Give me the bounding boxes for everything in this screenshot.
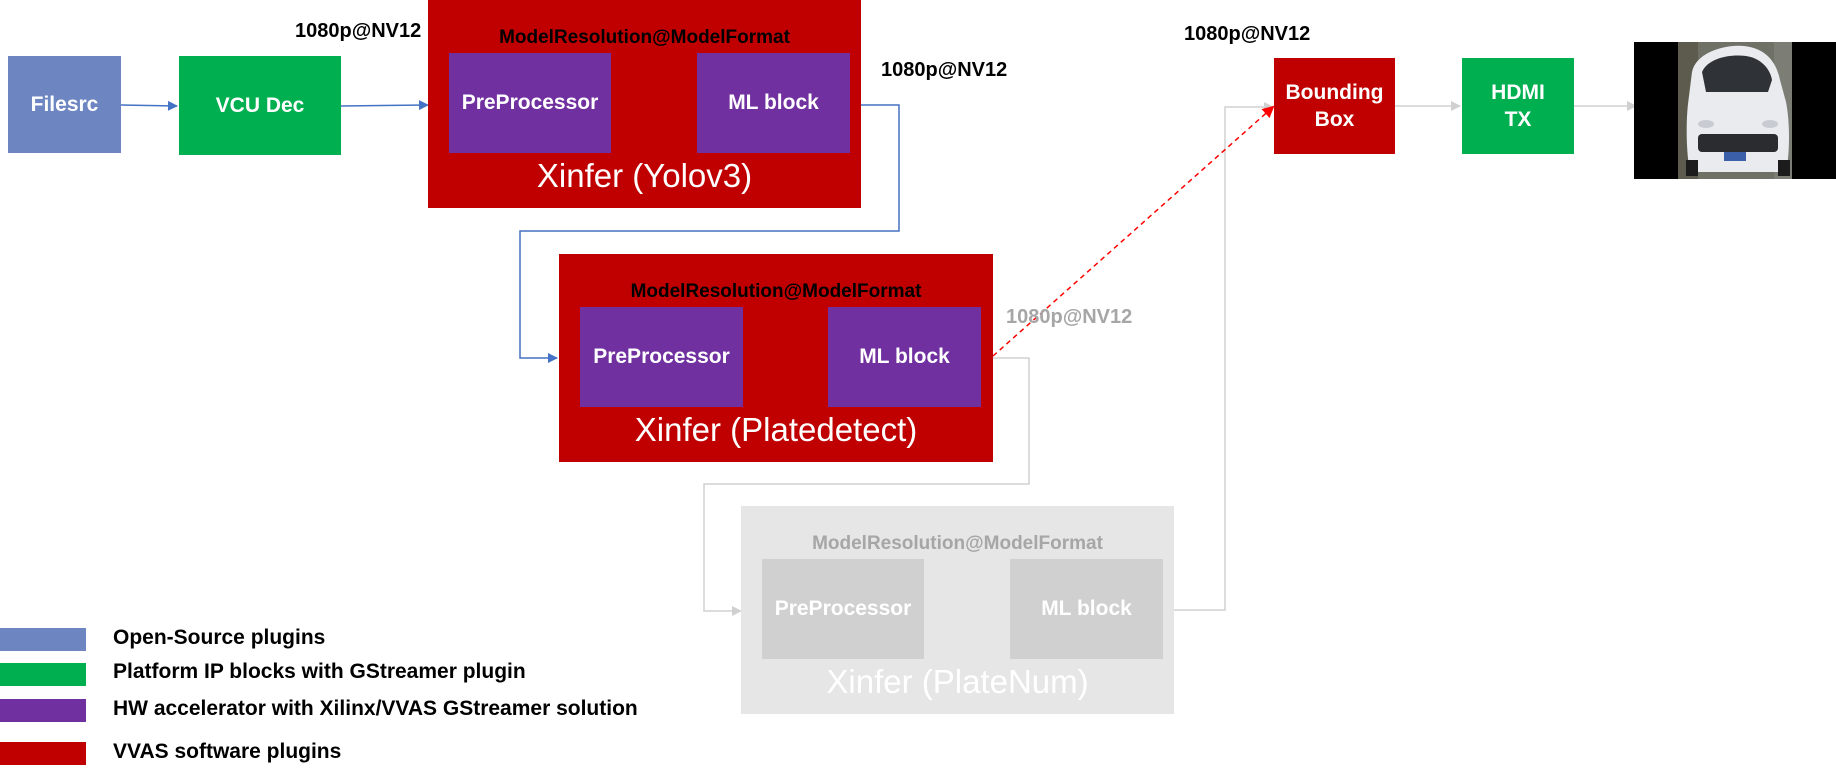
model-format-label: ModelResolution@ModelFormat <box>499 27 790 48</box>
output-image-car-thumbnail <box>1634 42 1836 179</box>
hdmi-tx-node: HDMI TX <box>1462 58 1574 154</box>
model-format-label: ModelResolution@ModelFormat <box>630 281 922 302</box>
xinfer-title: Xinfer (PlateNum) <box>826 663 1089 700</box>
legend-label-vvas-software: VVAS software plugins <box>113 740 342 763</box>
ml-block: ML block <box>1010 559 1163 659</box>
bounding-box-node: Bounding Box <box>1274 58 1395 154</box>
xinfer-title: Xinfer (Platedetect) <box>634 411 918 448</box>
legend-swatch-hw-accelerator <box>0 699 86 722</box>
legend-swatch-vvas-software <box>0 742 86 765</box>
legend-label-platform-ip: Platform IP blocks with GStreamer plugin <box>113 660 526 683</box>
arrow-filesrc-vcu <box>120 100 178 111</box>
xinfer-platenum-container: ModelResolution@ModelFormat PreProcessor… <box>741 506 1174 714</box>
legend-label-open-source: Open-Source plugins <box>113 626 326 649</box>
arrow-yolov3-platedetect <box>519 104 900 363</box>
xinfer-platedetect-container: ModelResolution@ModelFormat PreProcessor… <box>559 254 993 462</box>
filesrc-node: Filesrc <box>8 56 121 153</box>
format-label-after-vcu: 1080p@NV12 <box>295 20 422 42</box>
arrow-platedetect-platenum <box>703 357 1030 616</box>
legend-swatch-platform-ip <box>0 663 86 686</box>
xinfer-yolov3-container: ModelResolution@ModelFormat PreProcessor… <box>428 0 861 208</box>
vcu-dec-node: VCU Dec <box>179 56 341 155</box>
format-label-after-yolov3: 1080p@NV12 <box>881 59 1008 81</box>
preprocessor-block: PreProcessor <box>449 53 611 153</box>
car-icon <box>1634 42 1836 179</box>
format-label-after-platedetect: 1080p@NV12 <box>1006 306 1133 328</box>
legend-swatch-open-source <box>0 628 86 651</box>
preprocessor-block: PreProcessor <box>580 307 743 407</box>
preprocessor-block: PreProcessor <box>762 559 924 659</box>
arrow-platenum-bbox <box>1173 102 1274 611</box>
ml-block: ML block <box>828 307 981 407</box>
ml-block: ML block <box>697 53 850 153</box>
arrow-vcu-yolov3 <box>340 100 429 111</box>
xinfer-title: Xinfer (Yolov3) <box>536 157 753 194</box>
model-format-label: ModelResolution@ModelFormat <box>812 533 1103 554</box>
legend-label-hw-accelerator: HW accelerator with Xilinx/VVAS GStreame… <box>113 697 638 720</box>
format-label-before-bbox: 1080p@NV12 <box>1184 23 1311 45</box>
